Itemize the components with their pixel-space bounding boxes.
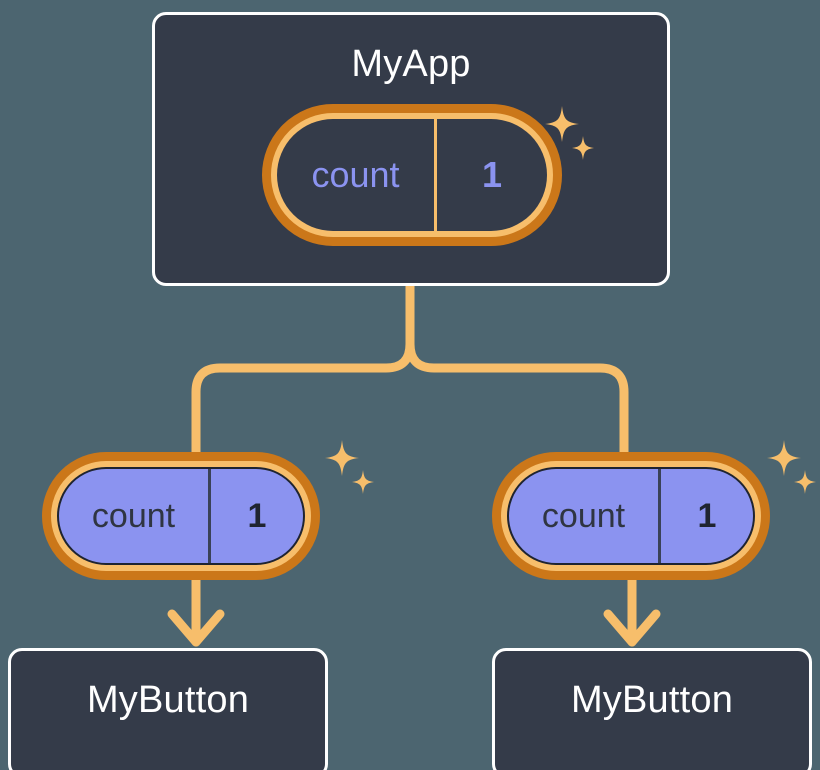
branch-to-left-signal xyxy=(191,339,415,463)
branch-left-signal-pill[interactable]: count 1 xyxy=(42,452,320,580)
signal-pill-body: count 1 xyxy=(277,119,547,231)
sparkle-icon xyxy=(320,440,376,502)
signal-pill-body: count 1 xyxy=(57,467,305,565)
child-component-card-right[interactable]: MyButton xyxy=(492,648,812,770)
sparkle-icon xyxy=(762,440,818,502)
branch-to-right-signal xyxy=(405,339,629,463)
branch-right-signal-pill[interactable]: count 1 xyxy=(492,452,770,580)
signal-value: 1 xyxy=(697,496,717,535)
signal-pill-body: count 1 xyxy=(507,467,755,565)
page-title: MyApp xyxy=(351,43,471,85)
sparkle-icon xyxy=(540,106,596,168)
child-component-title: MyButton xyxy=(86,679,250,721)
child-component-title: MyButton xyxy=(570,679,734,721)
arrow-left-head-icon xyxy=(167,609,225,647)
root-signal-pill[interactable]: count 1 xyxy=(262,104,562,246)
child-component-card-left[interactable]: MyButton xyxy=(8,648,328,770)
signal-pill-ring: count 1 xyxy=(262,104,562,246)
signal-value: 1 xyxy=(481,154,503,195)
signal-label: count xyxy=(509,469,661,563)
signal-pill-ring: count 1 xyxy=(42,452,320,580)
signal-value: 1 xyxy=(247,496,267,535)
arrow-right-head-icon xyxy=(603,609,661,647)
signal-label: count xyxy=(59,469,211,563)
signal-label: count xyxy=(277,119,437,231)
signal-pill-ring: count 1 xyxy=(492,452,770,580)
